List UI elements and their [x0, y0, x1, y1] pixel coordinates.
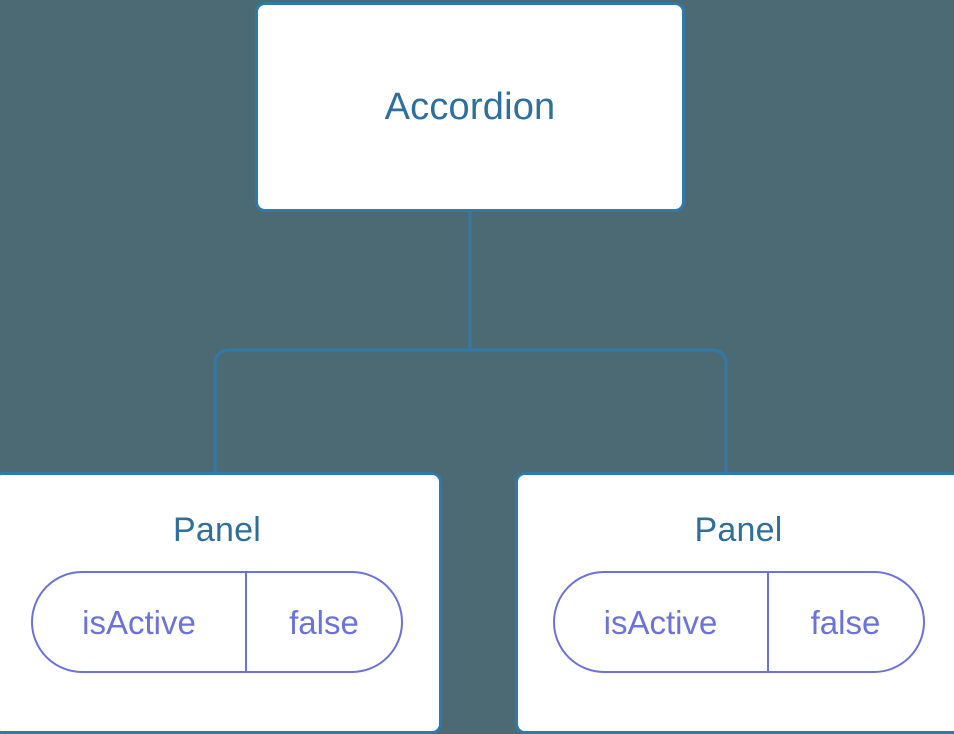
- node-panel-0[interactable]: Panel isActive false: [0, 472, 442, 734]
- node-panel-1[interactable]: Panel isActive false: [515, 472, 954, 734]
- prop-key: isActive: [555, 573, 769, 671]
- node-title: Accordion: [384, 86, 556, 128]
- prop-pill[interactable]: isActive false: [552, 571, 925, 673]
- prop-value: false: [289, 603, 359, 641]
- node-title: Panel: [173, 511, 261, 549]
- prop-key: isActive: [33, 573, 247, 671]
- prop-pill[interactable]: isActive false: [31, 571, 403, 673]
- prop-value: false: [810, 603, 881, 641]
- node-accordion[interactable]: Accordion: [255, 2, 685, 212]
- connector-edge-left: [213, 348, 470, 478]
- node-title: Panel: [694, 511, 783, 549]
- connector-edge-right: [470, 348, 728, 478]
